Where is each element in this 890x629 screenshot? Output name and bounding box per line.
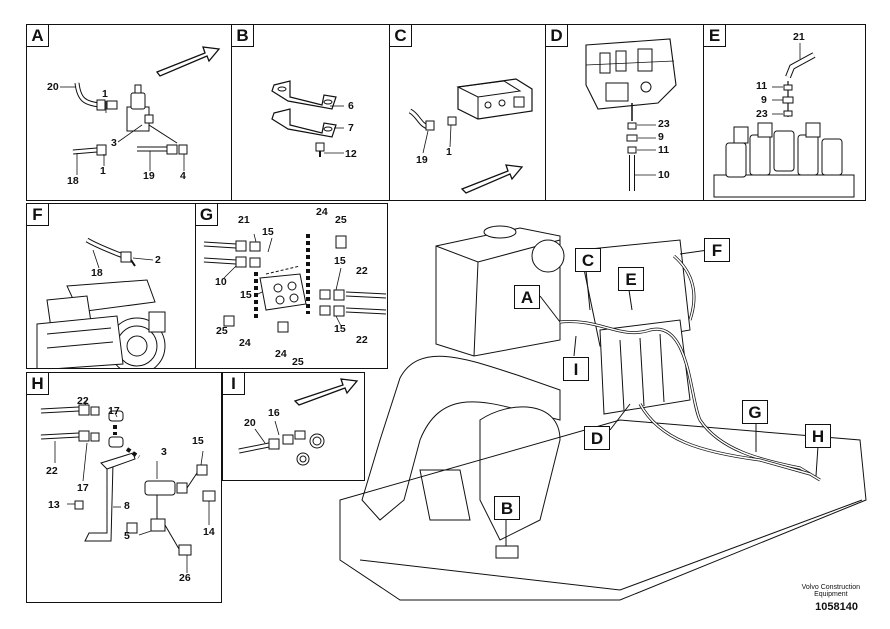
callout-25: 25 bbox=[216, 325, 228, 337]
callout-25: 25 bbox=[335, 214, 347, 226]
callout-14: 14 bbox=[203, 526, 215, 538]
panel-a: A 20 1 1 3 18 1 19 4 bbox=[26, 24, 233, 201]
callout-16: 16 bbox=[268, 407, 280, 419]
overview-tag-f: F bbox=[704, 238, 730, 262]
panel-e-drawing bbox=[713, 43, 855, 198]
panel-e: E 21 11 9 23 bbox=[703, 24, 866, 201]
panel-c: C 19 1 bbox=[389, 24, 547, 201]
overview-tag-b: B bbox=[494, 496, 520, 520]
callout-21: 21 bbox=[238, 214, 250, 226]
callout-11: 11 bbox=[756, 80, 768, 92]
callout-22: 22 bbox=[77, 395, 89, 407]
overview-tag-g: G bbox=[742, 400, 768, 424]
callout-20: 20 bbox=[244, 417, 256, 429]
callout-11: 11 bbox=[658, 144, 670, 156]
callout-1-top: 1 bbox=[102, 88, 108, 100]
panel-g-drawing bbox=[203, 233, 387, 333]
overview-tag-e: E bbox=[618, 267, 644, 291]
callout-5: 5 bbox=[124, 530, 130, 542]
panel-i-drawing bbox=[238, 378, 359, 466]
panel-c-drawing bbox=[408, 78, 533, 194]
footer-brand: Volvo Construction Equipment bbox=[802, 584, 860, 598]
callout-15: 15 bbox=[334, 323, 346, 335]
panel-a-tag: A bbox=[27, 25, 49, 47]
callout-9: 9 bbox=[658, 131, 664, 143]
panel-f: F 18 2 bbox=[26, 203, 197, 369]
callout-21: 21 bbox=[793, 31, 805, 43]
panel-b: B 6 7 12 bbox=[231, 24, 391, 201]
overview-tag-a: A bbox=[514, 285, 540, 309]
callout-15: 15 bbox=[240, 289, 252, 301]
callout-8: 8 bbox=[124, 500, 130, 512]
panel-b-drawing bbox=[271, 80, 344, 157]
callout-18: 18 bbox=[67, 175, 79, 187]
callout-6: 6 bbox=[348, 100, 354, 112]
callout-24: 24 bbox=[239, 337, 251, 349]
footer-line-1: Volvo Construction bbox=[801, 584, 860, 591]
callout-9: 9 bbox=[761, 94, 767, 106]
panel-d-drawing bbox=[585, 38, 677, 191]
callout-23: 23 bbox=[756, 108, 768, 120]
panel-g-tag: G bbox=[196, 204, 218, 226]
overview-tag-c: C bbox=[575, 248, 601, 272]
callout-24: 24 bbox=[275, 348, 287, 360]
callout-3: 3 bbox=[161, 446, 167, 458]
callout-22: 22 bbox=[356, 265, 368, 277]
callout-24: 24 bbox=[316, 206, 328, 218]
panel-e-tag: E bbox=[704, 25, 726, 47]
callout-1: 1 bbox=[446, 146, 452, 158]
panel-i-tag: I bbox=[223, 373, 245, 395]
callout-2: 2 bbox=[155, 254, 161, 266]
callout-22: 22 bbox=[356, 334, 368, 346]
callout-10: 10 bbox=[215, 276, 227, 288]
panel-f-tag: F bbox=[27, 204, 49, 226]
panel-i: I 20 16 bbox=[222, 372, 365, 481]
callout-13: 13 bbox=[48, 499, 60, 511]
callout-12: 12 bbox=[345, 148, 357, 160]
overview-tag-i: I bbox=[563, 357, 589, 381]
callout-1-bottom: 1 bbox=[100, 165, 106, 177]
panel-b-tag: B bbox=[232, 25, 254, 47]
callout-15: 15 bbox=[334, 255, 346, 267]
panel-h-drawing bbox=[40, 398, 216, 573]
panel-f-drawing bbox=[36, 237, 166, 368]
panel-h-tag: H bbox=[27, 373, 49, 395]
callout-23: 23 bbox=[658, 118, 670, 130]
callout-4: 4 bbox=[180, 170, 186, 182]
callout-25: 25 bbox=[292, 356, 304, 368]
callout-19: 19 bbox=[416, 154, 428, 166]
panel-h: H bbox=[26, 372, 222, 603]
callout-15: 15 bbox=[262, 226, 274, 238]
callout-26: 26 bbox=[179, 572, 191, 584]
callout-18: 18 bbox=[91, 267, 103, 279]
panel-c-tag: C bbox=[390, 25, 412, 47]
overview-tag-h: H bbox=[805, 424, 831, 448]
panel-d-tag: D bbox=[546, 25, 568, 47]
panel-g: G 21 15 24 bbox=[195, 203, 388, 369]
panel-a-drawing bbox=[60, 46, 221, 175]
document-number: 1058140 bbox=[815, 601, 858, 613]
callout-19: 19 bbox=[143, 170, 155, 182]
callout-20: 20 bbox=[47, 81, 59, 93]
overview-tag-d: D bbox=[584, 426, 610, 450]
callout-3: 3 bbox=[111, 137, 117, 149]
callout-10: 10 bbox=[658, 169, 670, 181]
callout-15: 15 bbox=[192, 435, 204, 447]
callout-17: 17 bbox=[77, 482, 89, 494]
callout-17: 17 bbox=[108, 405, 120, 417]
callout-7: 7 bbox=[348, 122, 354, 134]
callout-22: 22 bbox=[46, 465, 58, 477]
panel-d: D 23 9 11 10 bbox=[545, 24, 705, 201]
footer-line-2: Equipment bbox=[814, 591, 848, 598]
